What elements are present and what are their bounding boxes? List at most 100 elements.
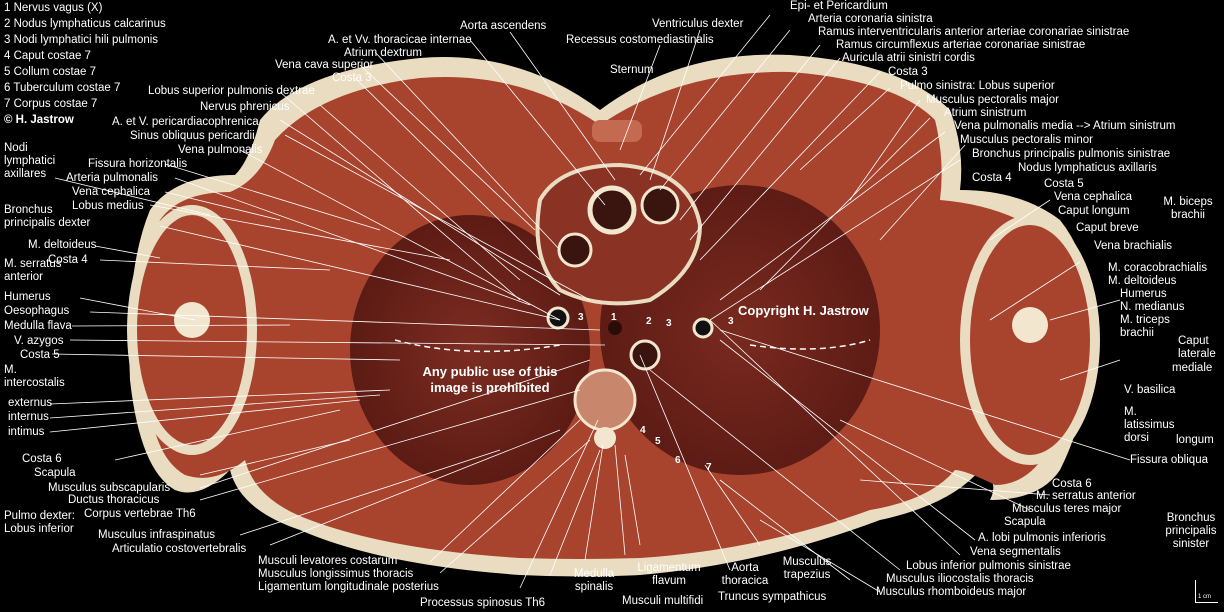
label: Costa 6 [1052, 478, 1092, 490]
label: Humerus [4, 291, 51, 303]
legend-item: 2 Nodus lymphaticus calcarinus [4, 18, 166, 30]
marker-number: 2 [646, 316, 652, 327]
label: Sternum [610, 64, 654, 76]
label: Bronchus principalis pulmonis sinistrae [972, 148, 1171, 160]
label: Ventriculus dexter [652, 18, 744, 30]
label: Vena cephalica [72, 186, 151, 198]
label: Musculus trapezius [782, 556, 832, 581]
pleura-dash-right [394, 339, 561, 353]
oesophagus [608, 321, 622, 335]
label-nodi-axillares: Nodi lymphatici axillares [4, 142, 56, 180]
label: Fissura obliqua [1130, 454, 1208, 466]
label: Sinus obliquus pericardii [130, 130, 255, 142]
label: Bronchus principalis dexter [4, 204, 91, 229]
label: Caput laterale [1178, 335, 1216, 360]
pleura-dash-left [749, 339, 871, 350]
label: Auricula atrii sinistri cordis [842, 52, 975, 64]
label: V. azygos [14, 335, 64, 347]
marker-number: 3 [578, 312, 584, 323]
label: Costa 4 [48, 254, 88, 266]
sternum [592, 120, 642, 142]
label: Corpus vertebrae Th6 [84, 508, 196, 520]
watermark-notice: Any public use of this image is prohibit… [422, 364, 558, 395]
vena-cava [557, 232, 593, 268]
marker-number: 5 [655, 436, 661, 447]
label: Musculus pectoralis minor [960, 134, 1093, 146]
marker-number: 3 [728, 316, 734, 327]
label: Costa 3 [332, 72, 372, 84]
label: Costa 6 [22, 453, 62, 465]
marker-number: 4 [640, 425, 646, 436]
label: Truncus sympathicus [718, 591, 827, 603]
ventriculus [640, 185, 680, 225]
label: Humerus [1120, 288, 1167, 300]
label: Lobus superior pulmonis dextrae [148, 85, 315, 97]
label: intimus [8, 426, 45, 438]
label: Costa 5 [1044, 178, 1084, 190]
label: Medulla spinalis [573, 568, 615, 593]
label: Lobus inferior pulmonis sinistrae [906, 560, 1071, 572]
legend-item: 1 Nervus vagus (X) [4, 2, 103, 14]
label: Caput longum [1058, 205, 1130, 217]
marker-number: 6 [675, 455, 681, 466]
legend-item: 3 Nodi lymphatici hili pulmonis [4, 34, 159, 46]
marker-number: 7 [706, 462, 712, 473]
label: Fissura horizontalis [88, 158, 188, 170]
label: Musculus rhomboideus major [876, 586, 1027, 598]
label: Nodus lymphaticus axillaris [1018, 162, 1157, 174]
bronchus-right [546, 306, 570, 330]
label: M. serratus anterior [4, 258, 62, 283]
label: Medulla flava [4, 320, 72, 332]
label: internus [8, 411, 49, 423]
label: Ductus thoracicus [68, 494, 160, 506]
label: Ligamentum flavum [637, 562, 701, 587]
label: M. biceps brachii [1163, 196, 1213, 221]
label: M. deltoideus [1108, 275, 1177, 287]
scale-label: 1 cm [1198, 594, 1212, 600]
label: M. deltoideus [28, 239, 97, 251]
label: Aorta thoracica [721, 562, 769, 587]
vertebral-body [573, 368, 637, 432]
label: Vena cephalica [1054, 191, 1133, 203]
label: Costa 5 [20, 349, 60, 361]
label: N. medianus [1120, 301, 1185, 313]
label: Atrium dextrum [344, 47, 422, 59]
copyright-corner: © H. Jastrow [4, 114, 74, 126]
label: mediale [1172, 362, 1213, 374]
label: Aorta ascendens [460, 20, 547, 32]
label: Epi- et Pericardium [790, 0, 888, 12]
label: Arteria coronaria sinistra [808, 13, 933, 25]
label: V. basilica [1124, 384, 1176, 396]
label: M. latissimus dorsi [1124, 406, 1175, 444]
label: Lobus medius [72, 200, 144, 212]
right-humerus [174, 302, 210, 338]
label: M. coracobrachialis [1108, 262, 1208, 274]
legend-item: 6 Tuberculum costae 7 [4, 82, 121, 94]
leader-lines [49, 14, 1131, 593]
label: Vena pulmonalis media --> Atrium sinistr… [954, 120, 1176, 132]
label: Ramus interventricularis anterior arteri… [818, 26, 1130, 38]
label: Musculus pectoralis major [926, 94, 1059, 106]
label: Vena cava superior [275, 59, 374, 71]
label: Scapula [34, 467, 76, 479]
label: Pulmo dexter: Lobus inferior [4, 510, 75, 535]
label: Atrium sinistrum [944, 107, 1027, 119]
label: Vena pulmonalis [178, 144, 263, 156]
label: Pulmo sinistra: Lobus superior [900, 80, 1055, 92]
label: Costa 4 [972, 172, 1012, 184]
label: Musculus infraspinatus [98, 529, 215, 541]
heart [535, 162, 703, 306]
label: Articulatio costovertebralis [112, 543, 247, 555]
aorta-thoracica [629, 339, 661, 371]
label: Processus spinosus Th6 [420, 597, 546, 609]
label: Oesophagus [4, 305, 70, 317]
label: M. intercostalis [4, 364, 65, 389]
legend-item: 4 Caput costae 7 [4, 50, 91, 62]
left-humerus [1012, 307, 1048, 343]
label: Musculi levatores costarum [258, 555, 398, 567]
label: Bronchus principalis sinister [1165, 512, 1217, 550]
legend-item: 7 Corpus costae 7 [4, 98, 98, 110]
scale-bar: 1 cm [1195, 580, 1218, 603]
spinal-canal [594, 427, 616, 449]
